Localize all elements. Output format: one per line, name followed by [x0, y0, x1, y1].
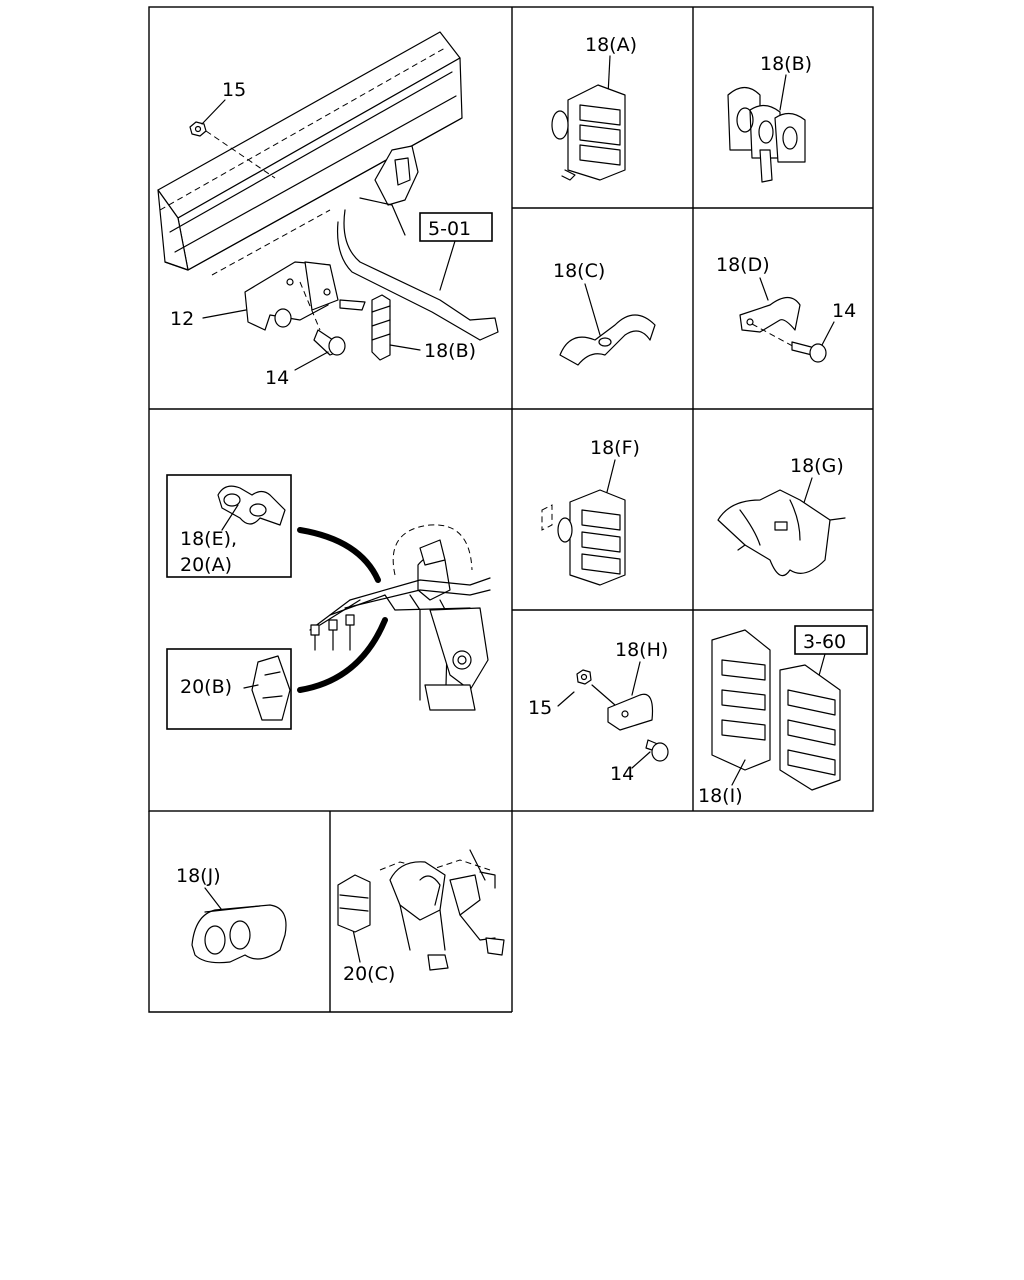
clip-18b-small-drawing: [339, 294, 391, 361]
ref-box-5-01: 5-01: [419, 212, 493, 291]
callout-20c: 20(C): [343, 963, 395, 985]
callout-curve-20b: [297, 617, 388, 693]
callout-20a: 20(A): [180, 554, 232, 576]
callout-curve-18e: [297, 527, 381, 583]
panel-18g: 18(G): [717, 455, 846, 577]
ref-box-3-60: [794, 625, 868, 655]
callout-18f: 18(F): [590, 437, 640, 459]
clip-18g-drawing: [717, 489, 846, 577]
callout-14-d: 14: [832, 300, 856, 322]
callout-18b: 18(B): [760, 53, 812, 75]
clip-18f-drawing: [541, 489, 626, 586]
panel-20c: 20(C): [337, 849, 505, 985]
panel-18i: 3-60 18(I): [698, 625, 868, 807]
callout-18j: 18(J): [176, 865, 221, 887]
panel-18a: 18(A): [551, 34, 637, 181]
clip-18c-drawing: [559, 314, 656, 366]
callout-12: 12: [170, 308, 194, 330]
callout-18d: 18(D): [716, 254, 770, 276]
clip-20c-drawing: [337, 874, 371, 933]
clip-20b-drawing: [251, 655, 291, 721]
frame-rail-drawing: [157, 31, 463, 271]
clip-18j-drawing: [191, 904, 287, 964]
clip-18b-drawing: [727, 86, 806, 183]
clip-18h-drawing: [576, 669, 669, 762]
callout-18b-left: 18(B): [424, 340, 476, 362]
inset-18e-box: [166, 474, 292, 578]
ref-5-01-label: 5-01: [428, 218, 471, 240]
callout-18e: 18(E),: [180, 528, 237, 550]
clip-18e-drawing: [217, 485, 286, 526]
callout-20b: 20(B): [180, 676, 232, 698]
callout-18a: 18(A): [585, 34, 637, 56]
pedal-drawing: [309, 524, 491, 711]
panel-18c: 18(C): [553, 260, 656, 366]
nut-15-drawing: [189, 121, 276, 179]
hanger-drawing: [336, 145, 499, 341]
inset-20b-box: [166, 648, 292, 730]
clip-18d-drawing: [739, 296, 827, 363]
panel-18d: 18(D) 14: [716, 254, 856, 363]
callout-15-top: 15: [222, 79, 246, 101]
callout-18i: 18(I): [698, 785, 743, 807]
clip-18i-drawing: [711, 629, 841, 791]
panel-grid: [148, 6, 874, 1013]
panel-18j: 18(J): [176, 865, 287, 964]
callout-14-h: 14: [610, 763, 634, 785]
callout-14-left: 14: [265, 367, 289, 389]
callout-18c: 18(C): [553, 260, 605, 282]
clip-18a-drawing: [551, 84, 626, 181]
panel-frame-assembly: 5-01 15: [157, 31, 499, 389]
ref-3-60-label: 3-60: [803, 631, 846, 653]
callout-18g: 18(G): [790, 455, 844, 477]
panel-18h: 18(H) 15 14: [528, 639, 669, 785]
pedal-20c-drawing: [379, 849, 505, 971]
bracket-12-drawing: [211, 209, 339, 331]
callout-18h: 18(H): [615, 639, 668, 661]
panel-pedal-assembly: 18(E), 20(A) 20(B): [166, 474, 491, 730]
panel-18f: 18(F): [541, 437, 640, 586]
callout-15-h: 15: [528, 697, 552, 719]
bolt-14-drawing: [313, 329, 346, 356]
panel-18b: 18(B): [727, 53, 812, 183]
